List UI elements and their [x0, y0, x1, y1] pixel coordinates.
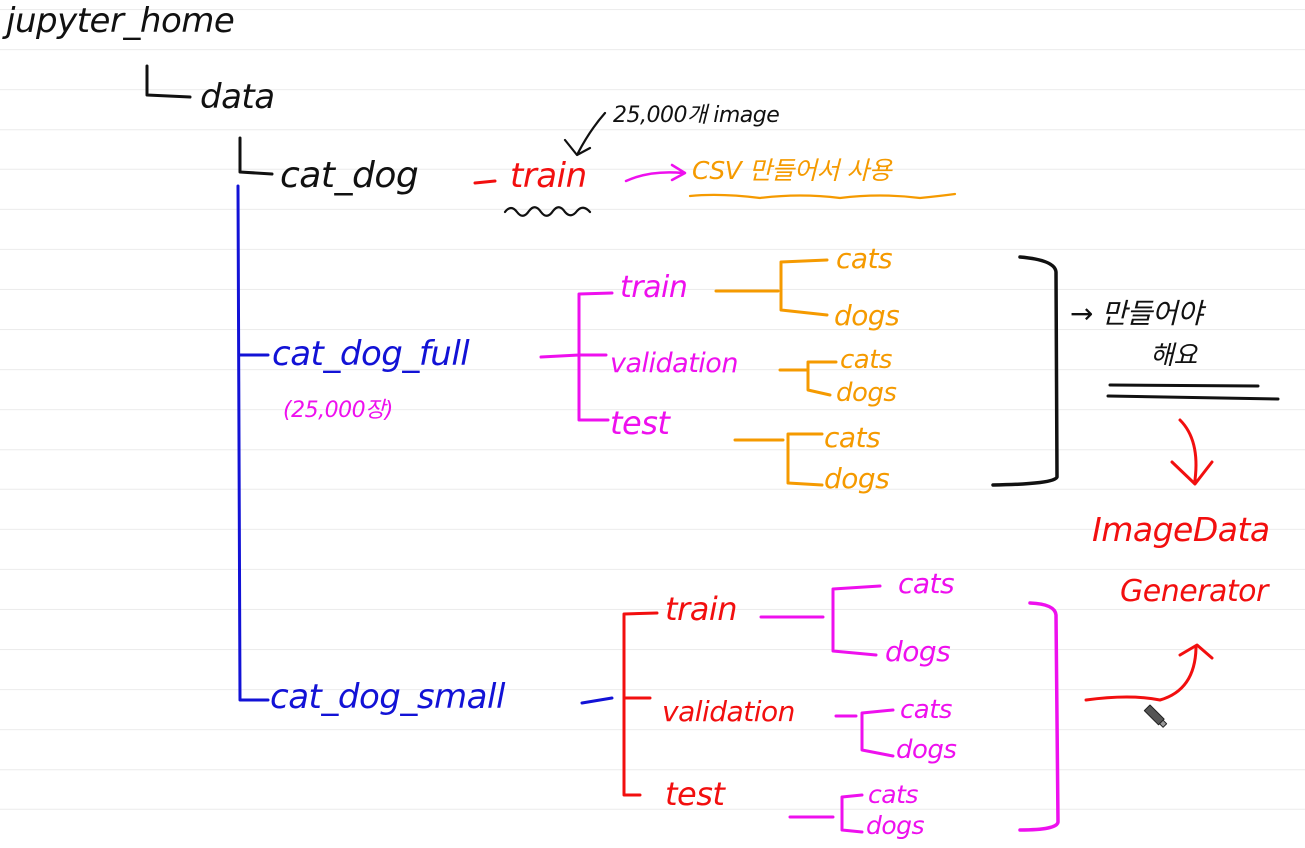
- count-note: 25,000개 image: [613, 103, 780, 128]
- csv-underline: [688, 192, 957, 200]
- connector-full-val-cats: [778, 360, 838, 397]
- csv-arrow: [624, 163, 687, 183]
- full-train-dogs: dogs: [834, 299, 900, 332]
- small-test-cats: cats: [868, 780, 918, 809]
- full-validation-label: validation: [610, 348, 738, 379]
- note-double-underline: [1106, 383, 1280, 401]
- full-val-dogs: dogs: [836, 378, 897, 408]
- cat-dog-label: cat_dog: [280, 155, 419, 196]
- full-test-cats: cats: [824, 421, 881, 454]
- connector-catdog-train: [473, 179, 497, 185]
- arrow-small-to-generator: [1084, 643, 1214, 702]
- pen-cursor-icon: [1143, 704, 1168, 728]
- root-label: jupyter_home: [6, 1, 235, 41]
- connector-full-test-cats: [733, 432, 824, 487]
- cat-dog-train-label: train: [510, 156, 587, 196]
- small-train-cats: cats: [898, 567, 955, 600]
- connector-small-test-cats: [788, 793, 864, 834]
- full-test-dogs: dogs: [824, 462, 890, 495]
- connector-full-splitter: [539, 291, 614, 422]
- connector-small-train-cats: [759, 584, 882, 657]
- connector-full-train-cats: [714, 258, 829, 317]
- full-count-label: (25,000장): [283, 398, 393, 423]
- cat-dog-full-label: cat_dog_full: [272, 334, 470, 374]
- small-val-cats: cats: [900, 695, 952, 725]
- full-train-cats: cats: [836, 242, 893, 275]
- small-val-dogs: dogs: [896, 735, 957, 765]
- data-label: data: [200, 77, 275, 117]
- small-test-dogs: dogs: [866, 811, 925, 840]
- connector-small-splitter: [622, 611, 659, 797]
- connector-data-catdog: [238, 136, 274, 176]
- small-test-label: test: [665, 775, 725, 813]
- full-train-label: train: [620, 270, 688, 305]
- full-test-label: test: [610, 404, 670, 442]
- cat-dog-small-label: cat_dog_small: [270, 677, 505, 717]
- csv-note: CSV 만들어서 사용: [692, 156, 892, 185]
- connector-small-val-cats: [834, 708, 895, 758]
- small-train-dogs: dogs: [885, 635, 951, 668]
- small-train-label: train: [665, 590, 737, 628]
- make-note-line1: → 만들어야: [1070, 297, 1203, 330]
- full-val-cats: cats: [840, 345, 892, 375]
- full-black-bracket: [991, 255, 1059, 487]
- connector-blue-small-out: [580, 696, 614, 705]
- connector-root-data: [145, 64, 192, 99]
- small-magenta-bracket: [1018, 601, 1060, 832]
- generator-line2: Generator: [1120, 574, 1268, 609]
- make-note-line2: 해요: [1150, 341, 1197, 371]
- train-underline-squiggle: [503, 206, 592, 217]
- count-note-arrow: [563, 111, 607, 157]
- connector-blue-trunk: [236, 184, 270, 702]
- small-validation-label: validation: [662, 695, 795, 728]
- arrow-to-generator: [1170, 418, 1214, 486]
- generator-line1: ImageData: [1092, 510, 1270, 549]
